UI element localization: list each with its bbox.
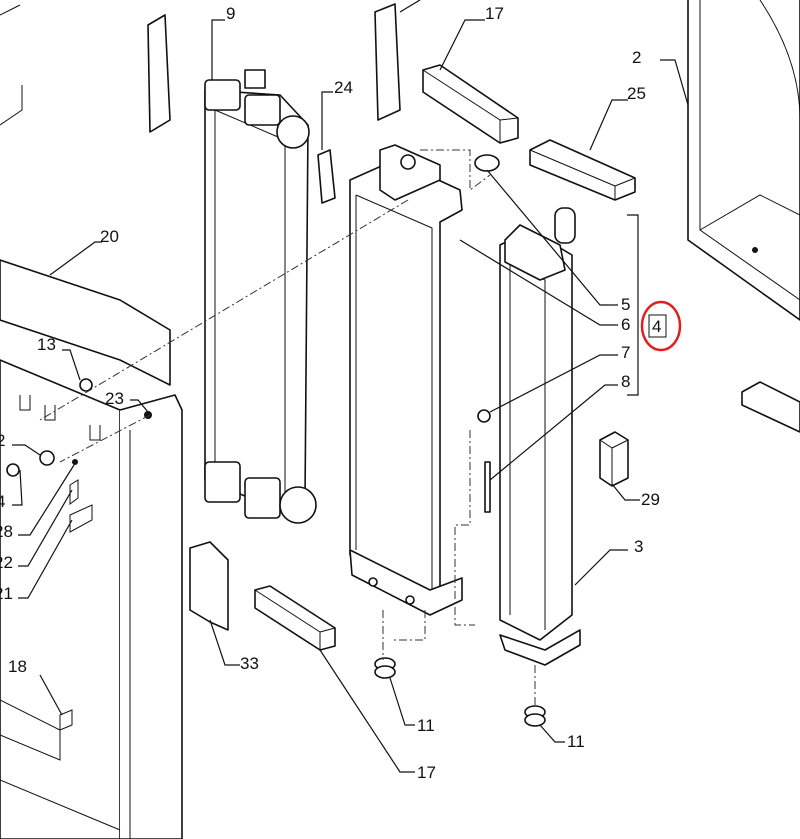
callout-4-box — [648, 314, 667, 338]
support-frame — [0, 4, 183, 839]
callout-6: 6 — [621, 315, 630, 334]
callout-4-highlighted: 4 — [652, 317, 661, 336]
charge-air-cooler-3 — [474, 154, 581, 666]
callout-23: 23 — [105, 389, 124, 408]
callout-22: 22 — [0, 553, 13, 572]
callout-5: 5 — [621, 295, 630, 314]
rubber-mounts-11 — [374, 409, 546, 727]
callout-11: 11 — [417, 716, 435, 735]
callout-8: 8 — [621, 372, 630, 391]
callout-21: 21 — [0, 584, 13, 603]
callout-25: 25 — [627, 84, 646, 103]
callout-20: 20 — [100, 227, 119, 246]
callout-2-left: 2 — [0, 431, 5, 450]
group-bracket — [627, 214, 639, 396]
callout-17-bottom: 17 — [417, 763, 436, 782]
callout-17: 17 — [485, 4, 504, 23]
callout-24: 24 — [334, 78, 353, 97]
oil-cooler-9 — [204, 69, 317, 524]
callout-13: 13 — [37, 335, 56, 354]
callout-9: 9 — [226, 4, 235, 23]
highlight-circle — [640, 300, 682, 352]
callout-18: 18 — [8, 657, 27, 676]
callout-29: 29 — [641, 490, 660, 509]
shroud-housing — [687, 0, 800, 321]
callout-2: 2 — [632, 48, 641, 67]
foam-pads — [147, 3, 800, 651]
centre-lines — [39, 149, 536, 705]
callout-11-right: 11 — [567, 732, 585, 751]
radiator-core — [349, 144, 463, 616]
callout-33: 33 — [240, 654, 259, 673]
callout-7: 7 — [621, 343, 630, 362]
callout-3: 3 — [634, 537, 643, 556]
callout-labels: 9 17 24 2 25 20 13 23 2 4 28 22 21 5 6 4… — [0, 4, 661, 782]
leader-lines — [12, 0, 689, 773]
callout-28: 28 — [0, 522, 13, 541]
callout-4-left: 4 — [0, 492, 5, 511]
